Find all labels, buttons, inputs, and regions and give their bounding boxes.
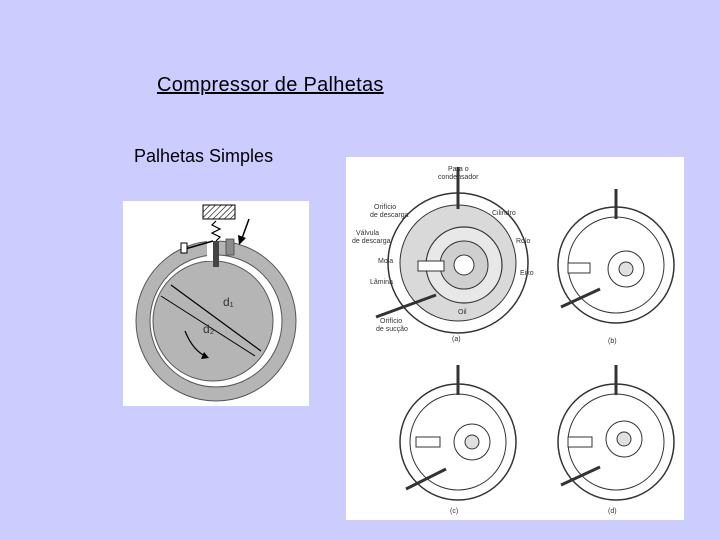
label-panel-b: (b) [608, 338, 617, 345]
label-eixo: Eixo [520, 270, 534, 277]
label-para-o: Para o [448, 166, 469, 173]
label-orificio-descarga-2: de descarga [370, 212, 409, 219]
label-oil: Oil [458, 309, 467, 316]
single-vane-svg: d₁ d₂ [135, 204, 297, 402]
label-valvula-2: de descarga [352, 238, 391, 245]
label-d1: d₁ [223, 295, 234, 309]
panel-a: Para o condensador Orifício de descarga … [352, 166, 534, 343]
label-rolo: Rolo [516, 238, 531, 245]
label-valvula-1: Válvula [356, 230, 379, 237]
label-panel-d: (d) [608, 508, 617, 515]
label-orificio-succao-1: Orifício [380, 318, 402, 325]
rolling-piston-svg: Para o condensador Orifício de descarga … [352, 166, 675, 515]
label-mola: Mola [378, 258, 393, 265]
label-orificio-succao-2: de sucção [376, 326, 408, 333]
label-cilindro: Cilindro [492, 210, 516, 217]
vane-spring [210, 220, 222, 242]
suction-port [225, 238, 235, 256]
panel-c: (c) [399, 365, 517, 515]
label-panel-c: (c) [450, 508, 458, 515]
label-panel-a: (a) [452, 336, 461, 343]
rotor [152, 260, 274, 382]
slide-title: Compressor de Palhetas [157, 74, 384, 96]
rolling-piston-diagram: Para o condensador Orifício de descarga … [346, 157, 684, 520]
label-condensador: condensador [438, 174, 479, 181]
d2-arrow [160, 295, 256, 357]
single-vane-diagram: d₁ d₂ [123, 201, 309, 406]
label-d2: d₂ [203, 322, 215, 336]
panel-b: (b) [557, 189, 675, 345]
vane-blade [213, 241, 219, 267]
panel-d: (d) [557, 365, 675, 515]
label-lamina: Lâmina [370, 279, 393, 286]
label-orificio-descarga-1: Orifício [374, 204, 396, 211]
d1-arrow [170, 284, 262, 352]
slide-subtitle: Palhetas Simples [134, 146, 274, 166]
hatched-block [202, 204, 236, 220]
